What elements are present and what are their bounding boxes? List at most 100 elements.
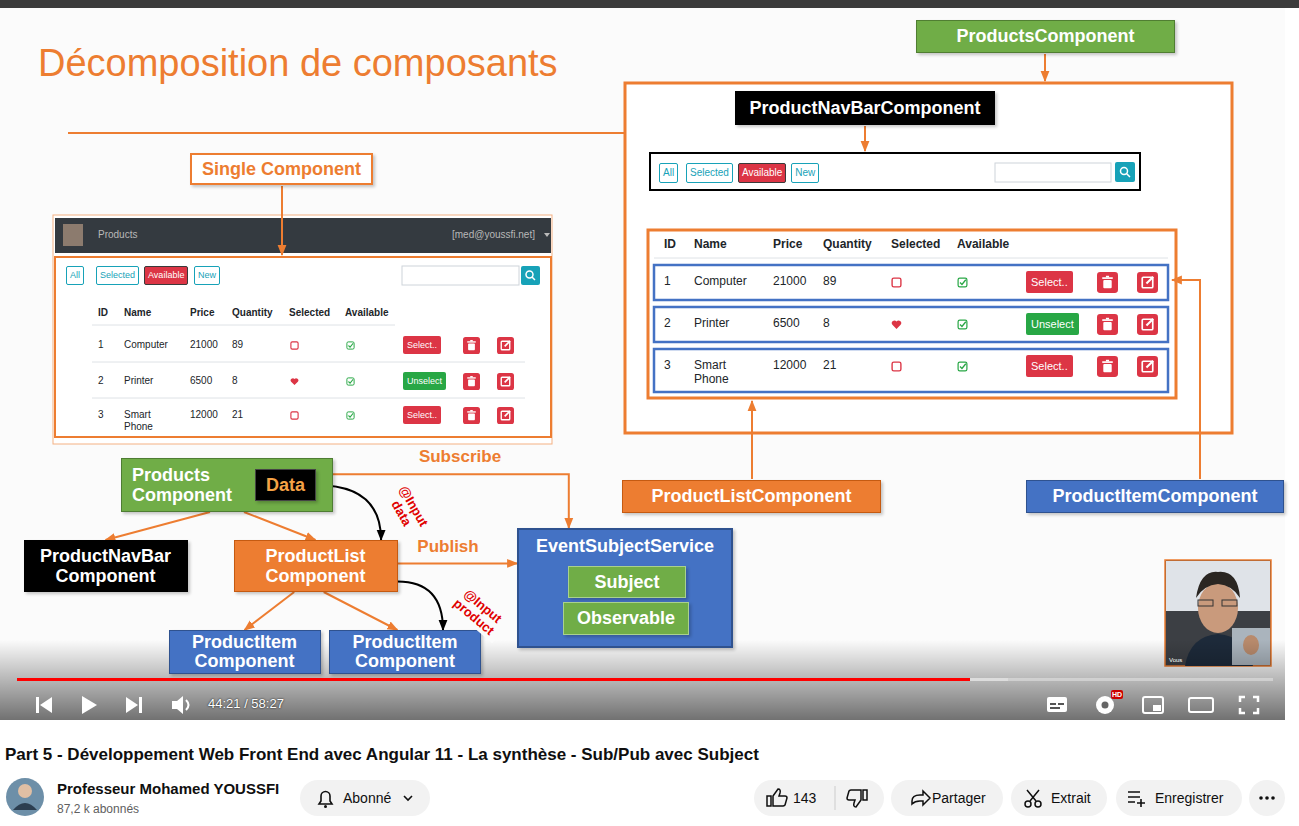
column-header: Available	[345, 307, 389, 319]
product-name: Smart Phone	[694, 359, 750, 387]
table-cell: 89	[232, 339, 243, 351]
node-text: ProductItemComponent	[1053, 486, 1258, 506]
column-header: Name	[124, 307, 151, 319]
share-button: Partager	[932, 790, 986, 806]
filter-button: Available	[144, 266, 188, 285]
heart-icon	[891, 319, 902, 330]
component-label: Single Component	[190, 153, 373, 185]
node-text: ProductItem Component	[336, 633, 474, 671]
node-text: EventSubjectService	[536, 536, 714, 556]
channel-name: Professeur Mohamed YOUSSFI	[57, 780, 279, 797]
component-box: ProductList Component	[234, 540, 398, 592]
trash-icon	[1097, 314, 1118, 335]
hd-badge: HD	[1111, 690, 1123, 699]
select-button: Select..	[403, 336, 441, 354]
select-button: Unselect	[1026, 313, 1079, 335]
column-header: Selected	[891, 238, 940, 252]
trash-icon	[1097, 356, 1118, 377]
filter-button: New	[791, 163, 819, 183]
leader-line	[281, 186, 283, 255]
check-icon	[957, 361, 968, 372]
table-cell: 21	[823, 359, 836, 373]
like-count: 143	[793, 790, 816, 806]
select-button: Select..	[1026, 355, 1073, 377]
product-name: Printer	[124, 375, 168, 387]
component-box: ProductNavBar Component	[24, 540, 188, 592]
action-buttons	[300, 780, 1285, 816]
connector	[333, 474, 569, 528]
component-box: ProductItem Component	[329, 630, 481, 674]
edge-label: @Input data	[381, 479, 433, 540]
video-frame	[0, 8, 1285, 720]
select-button: Unselect	[403, 372, 446, 390]
table-cell: 1	[98, 339, 104, 351]
edge-label: Subscribe	[417, 447, 503, 467]
connector	[398, 562, 518, 564]
node-text: Data	[266, 475, 305, 495]
heart-icon	[290, 377, 299, 386]
component-box: Products Component Data	[121, 458, 333, 512]
connector	[244, 512, 316, 540]
table-cell: 12000	[773, 359, 806, 373]
connector	[245, 592, 295, 630]
table-cell: 2	[664, 317, 671, 331]
leader-line	[864, 126, 866, 151]
check-icon	[346, 341, 355, 350]
column-header: Name	[694, 238, 727, 252]
check-icon	[957, 277, 968, 288]
node-text: Single Component	[202, 159, 361, 179]
trash-icon	[1097, 272, 1118, 293]
table-cell: 21000	[190, 339, 218, 351]
edit-icon	[497, 407, 514, 424]
connector	[106, 512, 211, 540]
filter-button: Available	[738, 163, 786, 183]
table-cell: 21	[232, 409, 243, 421]
video-title: Part 5 - Développement Web Front End ave…	[5, 745, 759, 765]
check-icon	[957, 319, 968, 330]
table-cell: 6500	[190, 375, 212, 387]
table-cell: 3	[664, 359, 671, 373]
webcam-name: Vous	[1169, 657, 1182, 664]
column-header: ID	[664, 238, 676, 252]
service-box: EventSubjectServiceSubjectObservable	[517, 528, 733, 648]
table-cell: 21000	[773, 275, 806, 289]
box-icon	[891, 277, 902, 288]
data-box: Data	[255, 469, 316, 501]
product-name: Smart Phone	[124, 409, 168, 432]
clip-button: Extrait	[1051, 790, 1091, 806]
table-cell: 89	[823, 275, 836, 289]
table-cell: 8	[823, 317, 830, 331]
channel-avatar	[6, 778, 44, 816]
progress-bar	[17, 678, 1273, 681]
edge-label: Publish	[415, 537, 480, 557]
column-header: Price	[773, 238, 802, 252]
small-mockup	[53, 215, 552, 444]
edit-icon	[497, 337, 514, 354]
trash-icon	[463, 337, 480, 354]
box-icon	[290, 411, 299, 420]
player-controls	[36, 696, 1258, 714]
check-icon	[346, 377, 355, 386]
leader-line	[751, 401, 753, 479]
table-cell: 6500	[773, 317, 800, 331]
save-button: Enregistrer	[1155, 790, 1223, 806]
filter-button: All	[66, 266, 84, 285]
subject-box: Subject	[568, 566, 686, 598]
check-icon	[346, 411, 355, 420]
component-box: ProductItem Component	[169, 630, 321, 674]
filter-button: All	[659, 163, 678, 183]
column-header: ID	[98, 307, 108, 319]
node-text: Products Component	[132, 465, 252, 505]
column-header: Price	[190, 307, 214, 319]
filter-button: Selected	[96, 266, 139, 285]
table-cell: 12000	[190, 409, 218, 421]
component-label: ProductNavBarComponent	[735, 91, 995, 125]
top-strip	[0, 0, 1299, 8]
column-header: Available	[957, 238, 1009, 252]
navbar-user: [med@youssfi.net]	[452, 229, 535, 241]
node-text: ProductList Component	[241, 546, 391, 586]
edit-icon	[1137, 314, 1158, 335]
box-icon	[290, 341, 299, 350]
divider-line	[68, 132, 625, 134]
